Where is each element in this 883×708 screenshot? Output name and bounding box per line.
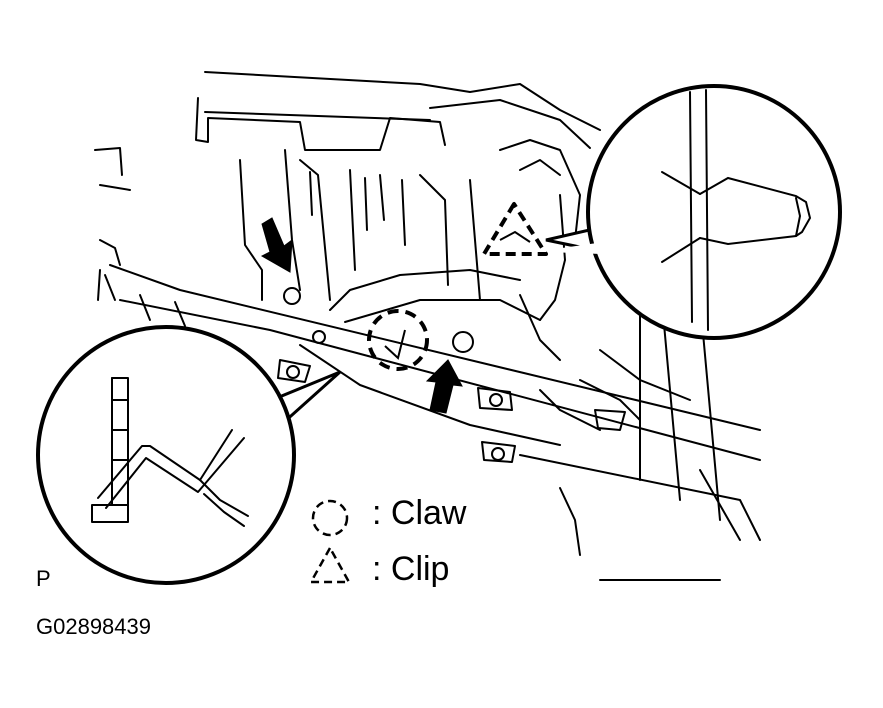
legend: : Claw : Clip <box>309 494 467 588</box>
arrow-down-icon <box>260 217 293 273</box>
view-marker: P <box>36 566 51 591</box>
claw-legend-icon <box>311 499 349 537</box>
figure-code: G02898439 <box>36 614 151 639</box>
clip-legend-label: : Clip <box>372 550 449 588</box>
console-assembly-drawing <box>94 71 761 581</box>
clip-marker <box>482 202 548 256</box>
claw-legend-label: : Claw <box>372 494 467 532</box>
arrow-up-icon <box>425 359 463 414</box>
claw-marker <box>367 309 429 371</box>
claw-detail-callout <box>36 325 342 585</box>
clip-detail-callout <box>545 84 842 340</box>
clip-legend-icon <box>309 546 351 584</box>
